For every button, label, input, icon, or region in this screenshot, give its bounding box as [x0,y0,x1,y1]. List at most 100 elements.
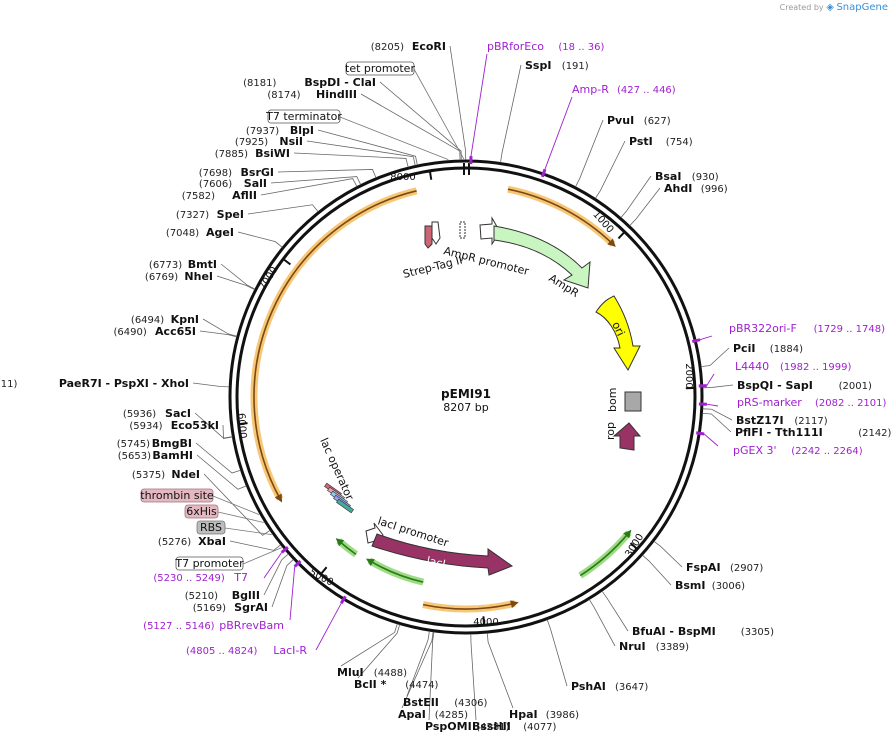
site-name: BglII [232,589,260,602]
ori-label: ori [609,320,627,339]
site-position: (8174) [267,90,300,101]
site-name: BmtI [188,258,217,271]
site-position: (7937) [246,126,279,137]
laci-feature-arrow[interactable] [371,533,514,576]
bottom-site-apai: ApaI(4285) [398,708,468,721]
plasmid-length: 8207 bp [443,401,488,414]
right-site-nrui: NruI(3389) [619,640,689,653]
site-position: (996) [701,184,728,195]
site-name: BsrGI [241,166,274,179]
leader-right-13 [546,619,568,687]
tick-label-8000: 8000 [390,172,415,183]
site-position: (5653) [118,451,151,462]
left-site-bsiwi: BsiWI(7885) [215,147,290,160]
primer-name: T7 [233,571,248,584]
feature-box-frame [175,556,244,571]
leader-right-9 [653,541,683,568]
site-position: (7327) [176,210,209,221]
leader-left-0 [271,559,294,608]
site-name: AflII [232,189,257,202]
right-site-ahdi: AhdI (996) [664,182,728,195]
site-position: (4306) [454,698,487,709]
site-name: AhdI [664,182,692,195]
primer-marker [691,338,701,344]
feature-box-label: thrombin site [140,489,214,502]
strep-tag-ii-small-marker[interactable] [459,221,466,239]
feature-box-label: T7 promoter [174,557,244,570]
tick-mark-4000 [482,616,486,625]
site-name: BstZ17I [736,414,784,427]
site-position: (4488) [374,668,407,679]
site-position: (6490) [114,327,147,338]
site-name: BsmI [675,579,706,592]
left-site-paer7i-pspxi-xhoi: PaeR7I - PspXI - XhoI(6211) [0,377,189,390]
site-position: (5936) [123,409,156,420]
leader-left-2 [229,540,281,551]
right-site-bsmi: BsmI(3006) [675,579,745,592]
tick-label-4000: 4000 [473,617,498,628]
site-name: BspQI - SapI [737,379,813,392]
primer-leader [470,53,488,157]
bom-feature-box[interactable] [624,391,642,412]
tick-label-5000: 5000 [307,567,335,589]
site-name: MluI [337,666,364,679]
left-site-sali: SalI(7606) [199,177,267,190]
left-site-ecori: EcoRI(8205) [371,40,446,53]
site-position: (5210) [185,591,218,602]
site-position: (2142) [858,428,891,439]
primer-name: pBRforEco [487,40,544,53]
primer-leader [699,335,713,341]
leader-left-7 [194,412,233,439]
feature-box-rbs: RBS [196,520,226,535]
left-site-eco53ki: Eco53kI(5934) [129,419,219,432]
left-site-xbai: XbaI(5276) [158,535,226,548]
tick-label-6000: 6000 [235,413,248,439]
leader-left-21 [360,93,461,161]
orf-ampr-line [507,188,616,247]
site-name: FspAI [686,561,721,574]
primer-prs-marker: pRS-marker(2082 .. 2101) [698,396,887,409]
ampr-feature-arrow[interactable] [493,225,591,289]
left-site-bspdi-clai: BspDI - ClaI(8181) [243,76,376,89]
site-name: SspI [525,59,551,72]
leader-right-5 [700,347,730,368]
orf-rop-region-halo [578,530,632,579]
leader-bottom-0 [486,633,514,709]
laci-label: lacI [425,554,446,571]
site-position: (4285) [435,710,468,721]
feature-box-thrombin-site: thrombin site [140,488,214,503]
site-name: BamHI [152,449,193,462]
left-site-bmgbi: BmgBI(5745) [117,437,192,450]
left-site-sgrai: SgrAI(5169) [193,601,268,614]
tick-mark-6000 [239,422,248,426]
right-site-fspai: FspAI(2907) [686,561,763,574]
right-site-bfuai-bspmi: BfuAI - BspMI (3305) [632,625,774,638]
site-name: AgeI [206,226,234,239]
site-name: BlpI [290,124,314,137]
left-site-saci: SacI(5936) [123,407,191,420]
site-position: (3389) [656,642,689,653]
site-position: (4474) [405,680,438,691]
leader-left-23 [449,45,467,161]
left-site-acc65i: Acc65I(6490) [114,325,196,338]
leader-right-4 [629,187,661,226]
site-name: SgrAI [234,601,268,614]
strep-tag-ii-arrow[interactable] [431,221,441,245]
primer-pbrforeco: pBRforEco(18 .. 36) [469,40,604,165]
backbone-outer-ring [228,159,704,635]
primer-amp-r: Amp-R(427 .. 446) [540,83,676,178]
site-name: PstI [629,135,653,148]
site-name: BfuAI - BspMI [632,625,716,638]
site-position: (3305) [741,627,774,638]
leader-left-13 [237,231,283,248]
tick-mark-7000 [283,258,292,266]
primer-name: pBR322ori-F [729,322,797,335]
ori-feature-arrow[interactable] [595,295,641,372]
rop-feature-arrow[interactable] [612,422,642,451]
leader-left-4 [196,454,247,490]
lac-operator-stack[interactable] [324,482,354,514]
bottom-site-mlui: MluI (4488) [337,666,407,679]
strep-tag-ii-marker[interactable] [424,225,433,249]
tick-mark-1000 [617,231,625,240]
feature-box-label: T7 terminator [265,110,342,123]
